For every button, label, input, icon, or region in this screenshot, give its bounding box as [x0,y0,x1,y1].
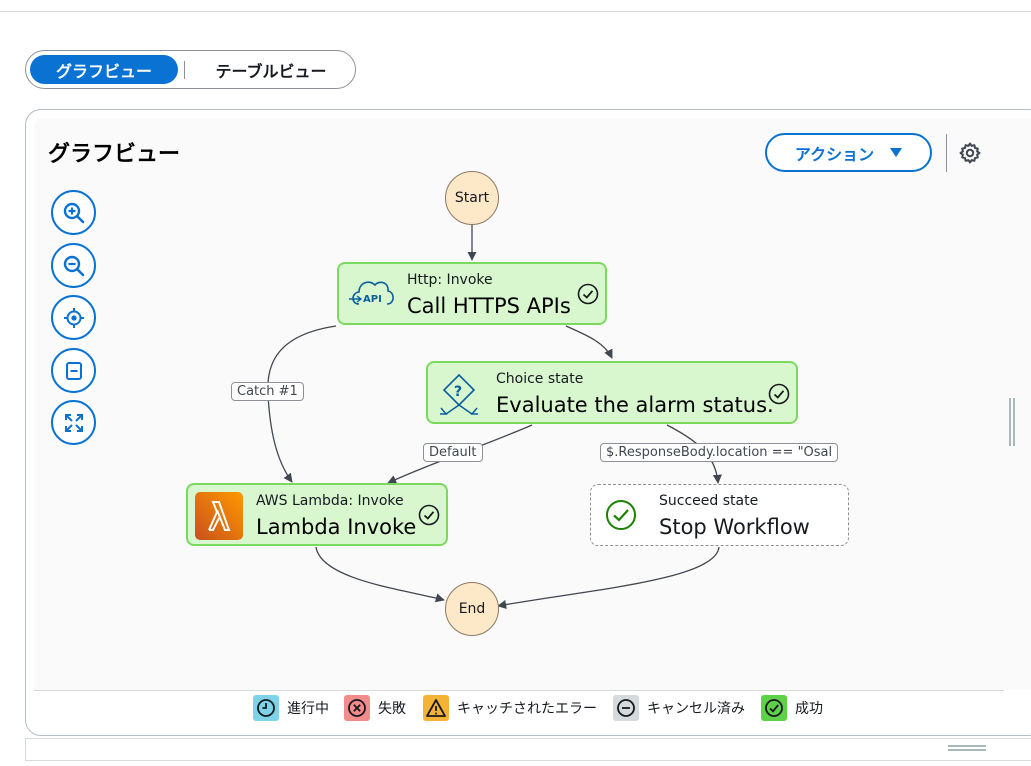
graph-panel: グラフビュー アクション [25,109,1031,736]
x-circle-icon [344,695,370,721]
check-circle-icon [418,504,440,526]
task-name: Evaluate the alarm status. [496,393,774,417]
collapse-icon [65,361,82,380]
collapse-button[interactable] [51,348,96,393]
legend-item-cancelled: キャンセル済み [613,695,745,721]
task-evaluate-alarm[interactable]: ? Choice state Evaluate the alarm status… [426,361,798,424]
edge-succeed-to-end [497,546,720,610]
gear-icon[interactable] [958,141,982,165]
actions-dropdown-button[interactable]: アクション [765,133,932,172]
bottom-panel [25,738,1031,761]
svg-text:?: ? [454,384,462,400]
task-call-https-apis[interactable]: API Http: Invoke Call HTTPS APIs [337,262,607,325]
zoom-out-button[interactable] [51,243,96,288]
fit-to-screen-button[interactable] [51,400,96,445]
task-kind: AWS Lambda: Invoke [256,493,404,509]
legend-item-running: 進行中 [253,695,329,721]
zoom-out-icon [63,255,84,276]
toolbar-divider [946,134,947,172]
legend-label: 進行中 [287,701,329,717]
top-divider [0,11,1031,12]
task-kind: Http: Invoke [407,272,493,288]
svg-text:API: API [363,294,382,305]
task-name: Lambda Invoke [256,515,417,539]
end-node[interactable]: End [445,582,499,636]
legend-item-failed: 失敗 [344,695,406,721]
table-view-tab[interactable]: テーブルビュー [215,61,327,81]
check-circle-icon [577,283,599,305]
legend-label: 失敗 [378,701,406,717]
start-node[interactable]: Start [445,171,499,225]
choice-icon: ? [440,373,478,415]
legend-item-caught-error: キャッチされたエラー [423,695,597,721]
vertical-resize-handle[interactable] [1009,398,1015,446]
minus-circle-icon [613,695,639,721]
legend-label: 成功 [795,701,823,717]
succeed-check-icon [606,500,636,530]
zoom-in-icon [63,202,84,223]
actions-label: アクション [794,144,875,164]
toggle-divider [184,60,185,79]
task-name: Stop Workflow [659,515,810,539]
view-toggle: グラフビュー テーブルビュー [25,50,356,89]
task-kind: Choice state [496,371,584,387]
expand-icon [64,413,83,432]
edge-label-default: Default [423,443,483,462]
lambda-icon [195,492,243,540]
task-kind: Succeed state [659,493,759,509]
legend-label: キャッチされたエラー [457,701,597,717]
check-circle-icon [768,383,790,405]
clock-icon [253,695,279,721]
caret-down-icon [890,148,903,157]
check-circle-icon [761,695,787,721]
edge-label-condition: $.ResponseBody.location == "Osal [600,443,838,462]
horizontal-resize-handle[interactable] [948,745,986,751]
legend-item-succeeded: 成功 [761,695,823,721]
edge-http-to-choice [565,325,613,359]
task-stop-workflow[interactable]: Succeed state Stop Workflow [590,484,849,546]
edge-label-catch: Catch #1 [231,382,304,401]
legend-divider [34,690,1004,691]
legend-label: キャンセル済み [647,701,745,717]
api-cloud-icon: API [349,281,394,305]
center-graph-button[interactable] [51,295,96,340]
zoom-in-button[interactable] [51,190,96,235]
locate-icon [63,307,84,328]
graph-view-tab[interactable]: グラフビュー [30,55,178,84]
task-name: Call HTTPS APIs [407,294,571,318]
edge-lambda-to-end [315,546,445,603]
warning-icon [423,695,449,721]
panel-title: グラフビュー [48,142,181,167]
task-lambda-invoke[interactable]: AWS Lambda: Invoke Lambda Invoke [186,483,448,546]
